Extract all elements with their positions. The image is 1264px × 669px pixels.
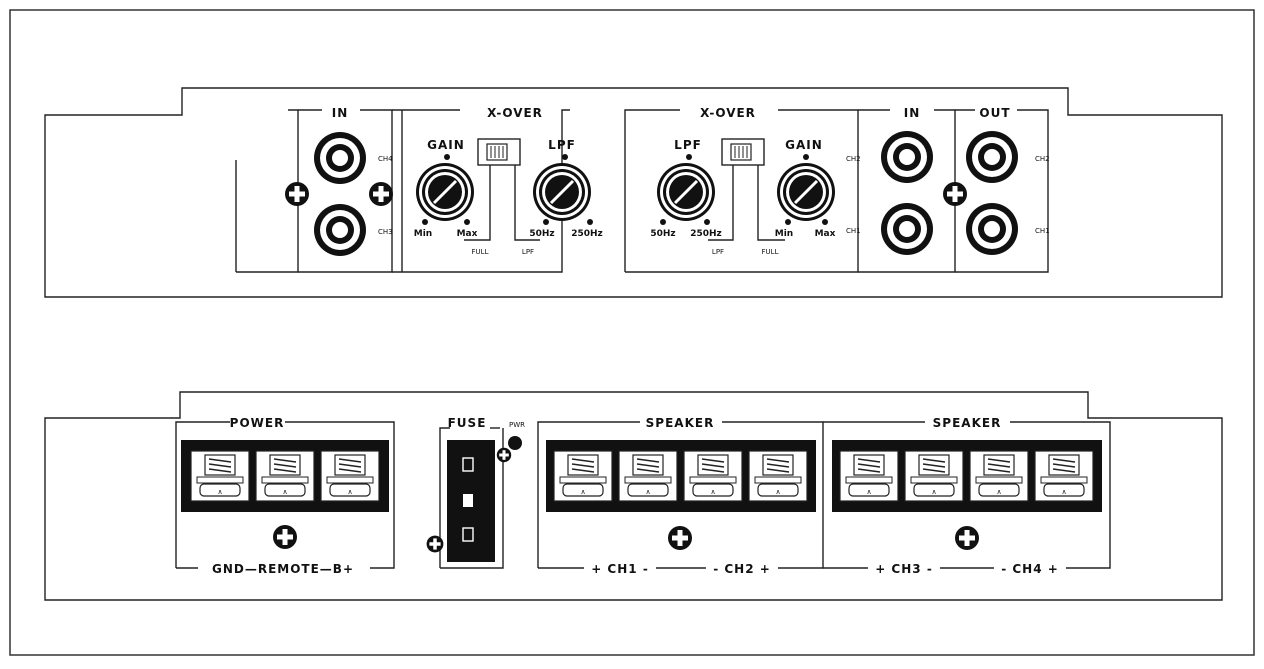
mount-screw-icon	[943, 182, 967, 206]
left-gain-knob[interactable]	[414, 161, 476, 223]
speaker1-channel-1: + CH1 -	[591, 562, 649, 576]
mount-screw-icon	[369, 182, 393, 206]
left-xover-section: X-OVER GAIN Min Max FULL LPF LPF 50Hz 25…	[392, 106, 603, 273]
right-gain-label: GAIN	[785, 138, 823, 152]
fuse-label: FUSE	[448, 416, 487, 430]
left-lpf-label: LPF	[548, 138, 576, 152]
rca-out-ch2[interactable]	[966, 131, 1018, 183]
left-switch-lpf: LPF	[522, 248, 534, 256]
left-lpf-low: 50Hz	[529, 229, 554, 239]
rca-jack-ch4[interactable]	[314, 132, 366, 184]
mount-screw-icon	[496, 447, 512, 463]
speaker-terminal-ch3-plus[interactable]	[839, 450, 899, 502]
power-terminal-gnd[interactable]	[190, 450, 250, 502]
rca-in-ch1[interactable]	[881, 203, 933, 255]
top-panel-outline	[44, 87, 1223, 298]
power-terminals-label: GND—REMOTE—B+	[212, 562, 354, 576]
right-switch-lpf: LPF	[712, 248, 724, 256]
left-gain-min: Min	[414, 229, 432, 239]
speaker-section-ch3-ch4: SPEAKER + CH3 - - CH4 +	[823, 416, 1111, 576]
rca-in-ch2[interactable]	[881, 131, 933, 183]
outer-frame	[9, 9, 1255, 656]
mount-screw-icon	[285, 182, 309, 206]
power-terminal-bplus[interactable]	[320, 450, 380, 502]
speaker2-channel-3: + CH3 -	[875, 562, 933, 576]
speaker2-label: SPEAKER	[933, 416, 1002, 430]
right-xover-section: X-OVER LPF 50Hz 250Hz LPF FULL GAIN Min …	[624, 106, 859, 273]
speaker-terminal-ch2-plus[interactable]	[748, 450, 808, 502]
left-in-section: IN CH4 CH3	[235, 106, 393, 273]
right-xover-label: X-OVER	[700, 106, 756, 120]
mount-screw-icon	[426, 535, 444, 553]
speaker-terminal-ch4-minus[interactable]	[969, 450, 1029, 502]
speaker-terminal-ch1-minus[interactable]	[618, 450, 678, 502]
bottom-panel-outline	[44, 391, 1223, 601]
right-in-ch1-label: CH1	[846, 227, 861, 235]
left-lpf-knob[interactable]	[531, 161, 593, 223]
left-gain-label: GAIN	[427, 138, 465, 152]
power-terminal-remote[interactable]	[255, 450, 315, 502]
left-ch4-label: CH4	[378, 155, 393, 163]
power-section: POWER GND—REMOTE—B+	[175, 416, 395, 576]
right-lpf-low: 50Hz	[650, 229, 675, 239]
right-lpf-label: LPF	[674, 138, 702, 152]
right-in-label: IN	[904, 106, 921, 120]
rca-out-ch1[interactable]	[966, 203, 1018, 255]
right-switch-full: FULL	[762, 248, 779, 256]
right-in-section: IN CH2 CH1	[846, 106, 956, 273]
right-out-label: OUT	[979, 106, 1010, 120]
right-gain-knob[interactable]	[775, 161, 837, 223]
right-gain-max: Max	[815, 229, 836, 239]
pwr-label: PWR	[509, 421, 525, 429]
speaker-terminal-ch4-plus[interactable]	[1034, 450, 1094, 502]
rca-jack-ch3[interactable]	[314, 204, 366, 256]
right-in-ch2-label: CH2	[846, 155, 861, 163]
fuse-section: FUSE PWR	[426, 416, 525, 569]
left-switch-full: FULL	[472, 248, 489, 256]
left-xover-label: X-OVER	[487, 106, 543, 120]
right-xover-switch[interactable]	[721, 138, 765, 166]
left-ch3-label: CH3	[378, 228, 393, 236]
mount-screw-icon	[273, 525, 297, 549]
speaker-terminal-ch1-plus[interactable]	[553, 450, 613, 502]
left-gain-max: Max	[457, 229, 478, 239]
right-lpf-knob[interactable]	[655, 161, 717, 223]
speaker-section-ch1-ch2: SPEAKER + CH1 - - CH2 +	[537, 416, 824, 576]
left-lpf-high: 250Hz	[571, 229, 603, 239]
pwr-led-icon	[508, 436, 522, 450]
speaker-terminal-ch3-minus[interactable]	[904, 450, 964, 502]
right-gain-min: Min	[775, 229, 793, 239]
right-out-ch2-label: CH2	[1035, 155, 1050, 163]
speaker1-label: SPEAKER	[646, 416, 715, 430]
left-in-label: IN	[332, 106, 349, 120]
speaker1-channel-2: - CH2 +	[713, 562, 771, 576]
mount-screw-icon	[955, 526, 979, 550]
right-lpf-high: 250Hz	[690, 229, 722, 239]
left-xover-switch[interactable]	[477, 138, 521, 166]
power-label: POWER	[230, 416, 285, 430]
right-out-ch1-label: CH1	[1035, 227, 1050, 235]
speaker2-channel-4: - CH4 +	[1001, 562, 1059, 576]
speaker-terminal-ch2-minus[interactable]	[683, 450, 743, 502]
right-out-section: OUT CH2 CH1	[943, 106, 1050, 273]
mount-screw-icon	[668, 526, 692, 550]
